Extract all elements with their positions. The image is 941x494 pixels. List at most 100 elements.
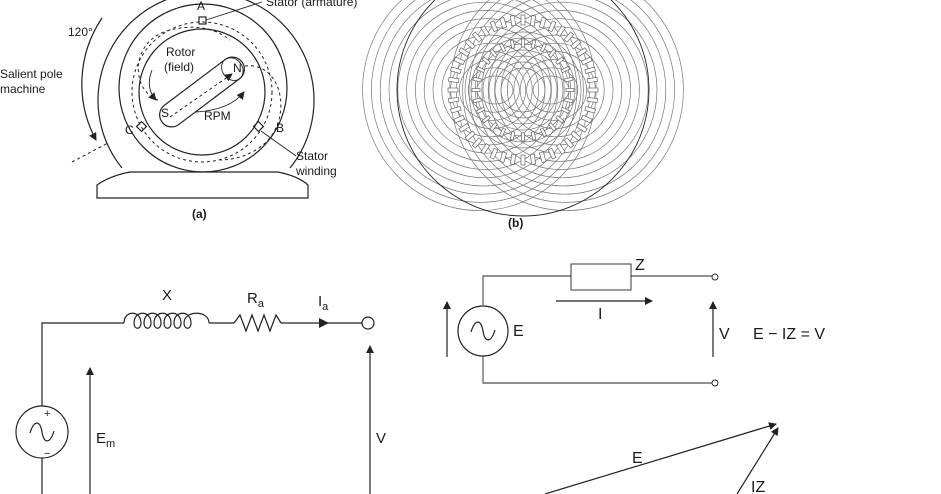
inductor-x <box>123 312 210 329</box>
label-winding-line2: winding <box>295 164 337 178</box>
stator-slot <box>538 151 547 163</box>
terminal-left-out <box>361 316 375 330</box>
label-winding-line1: Stator <box>296 149 328 163</box>
rotor-axis-arrow <box>169 73 233 118</box>
terminal-b <box>252 120 265 133</box>
stator-slot <box>447 87 459 93</box>
rotor-slot <box>472 97 482 104</box>
label-x: X <box>162 287 172 304</box>
stator-slot <box>586 76 598 84</box>
stator-slot <box>453 56 466 66</box>
terminal-a <box>198 16 207 25</box>
air-gap-circle <box>131 21 273 163</box>
field-line <box>487 18 631 162</box>
label-pole-s: S <box>161 106 169 120</box>
sine-icon <box>29 422 55 442</box>
caption-a: (a) <box>192 207 207 221</box>
right-wire-top <box>482 275 571 305</box>
field-line <box>507 42 605 138</box>
stator-slot <box>555 143 566 155</box>
stator-slot <box>584 105 596 114</box>
stator-slot <box>448 96 460 104</box>
source-plus: + <box>44 408 50 420</box>
rotor-slot <box>509 39 516 49</box>
label-v-left: V <box>376 430 386 447</box>
rotor-slot <box>481 56 491 65</box>
sine-icon-right <box>470 321 496 341</box>
stator-slot <box>563 137 575 149</box>
label-i: I <box>598 306 602 323</box>
label-machine-line1: Salient pole <box>0 67 63 81</box>
stator-slot <box>509 15 517 27</box>
machine-base <box>96 171 309 199</box>
panel-a-machine: Stator (armature) 120° Salient pole mach… <box>0 0 357 221</box>
stator-slot <box>529 15 537 27</box>
stator-slot <box>580 114 593 124</box>
rotor-slot <box>509 131 516 141</box>
rotor-slot <box>499 42 507 53</box>
rotor-slot <box>560 66 571 74</box>
stator-slot <box>480 25 491 37</box>
current-arrow-ia <box>319 318 329 328</box>
field-line <box>423 26 552 154</box>
equation: E − IZ = V <box>753 326 825 343</box>
stator-slot <box>547 20 557 33</box>
panel-b-field-plot: (b) <box>362 0 684 230</box>
stator-slot <box>520 154 526 166</box>
stator-slot <box>509 153 517 165</box>
field-ring <box>494 61 552 119</box>
stator-slot <box>480 143 491 155</box>
circuit-left: X Ra Ia Em V + − <box>15 287 386 494</box>
terminal-c <box>135 120 148 133</box>
stator-slot <box>576 122 588 133</box>
phasor-e <box>544 422 777 494</box>
stator-housing-outer <box>97 0 315 169</box>
field-outer-boundary <box>396 0 650 217</box>
rotor-slot <box>475 66 486 74</box>
label-phase-c: C <box>125 123 134 137</box>
stator-slot <box>464 130 476 142</box>
label-z: Z <box>635 257 645 274</box>
rotor-slot <box>555 56 565 65</box>
rotor-slot <box>530 131 537 141</box>
rotor-slot <box>565 88 575 92</box>
phasor-diagram: E IZ <box>544 422 779 494</box>
field-line <box>481 10 640 170</box>
impedance-z <box>570 263 632 291</box>
stator-slot <box>580 56 593 66</box>
label-v-right: V <box>719 326 730 343</box>
stator-slot <box>458 122 470 133</box>
label-ra: Ra <box>247 290 265 310</box>
field-lines <box>362 0 684 211</box>
stator-slot <box>489 20 499 33</box>
rotor-ring <box>138 28 266 156</box>
field-line <box>459 59 527 121</box>
stator-slot <box>586 96 598 104</box>
field-line <box>441 42 539 138</box>
label-machine-line2: machine <box>0 82 46 96</box>
stator-slot <box>499 151 508 163</box>
label-pole-n: N <box>233 61 242 75</box>
rotor-label-arrow <box>148 69 157 101</box>
stator-slot <box>489 147 499 160</box>
field-line <box>379 0 584 195</box>
stator-slot <box>450 66 462 75</box>
rotor-slot <box>564 97 574 104</box>
winding-leader <box>260 130 297 157</box>
label-stator: Stator (armature) <box>266 0 357 9</box>
rotor-slot <box>564 76 574 83</box>
terminal-right-bottom <box>711 379 719 387</box>
stator-slot <box>570 130 582 142</box>
stator-slot <box>529 153 537 165</box>
label-angle: 120° <box>68 25 93 39</box>
field-line <box>406 10 565 170</box>
stator-leader <box>205 1 263 21</box>
stator-slot <box>570 38 582 50</box>
stator-slot <box>448 76 460 84</box>
circuit-right: Z I E V E − IZ = V <box>443 257 825 387</box>
rotor-slot <box>539 42 547 53</box>
external-dash <box>71 142 109 163</box>
rpm-arrow <box>195 91 245 113</box>
rotor-slot <box>499 127 507 138</box>
